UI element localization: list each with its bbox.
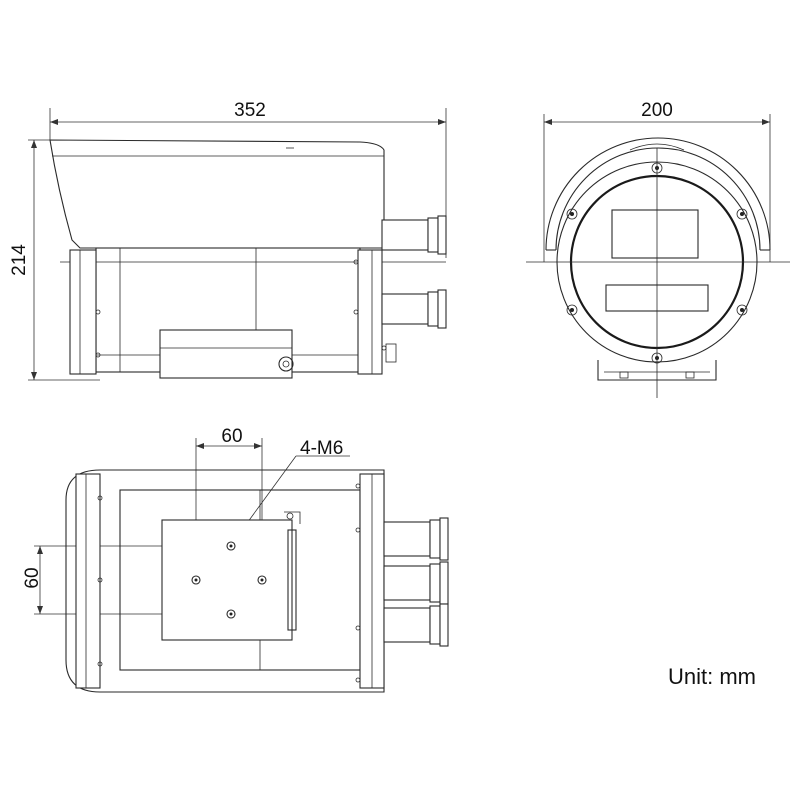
front-view: 200	[526, 100, 790, 398]
side-height-label: 214	[9, 244, 30, 276]
side-length-label: 352	[234, 100, 266, 121]
bottom-spacing-x-label: 60	[221, 426, 242, 447]
bottom-spacing-y-label: 60	[22, 567, 43, 588]
unit-label: Unit: mm	[668, 664, 756, 689]
front-width-label: 200	[641, 100, 673, 121]
bolt-spec-label: 4-M6	[300, 438, 343, 459]
bottom-view: 60 4-M6 60	[22, 426, 449, 693]
side-view: 352 214	[9, 100, 447, 381]
bottom-bolts	[191, 541, 267, 619]
